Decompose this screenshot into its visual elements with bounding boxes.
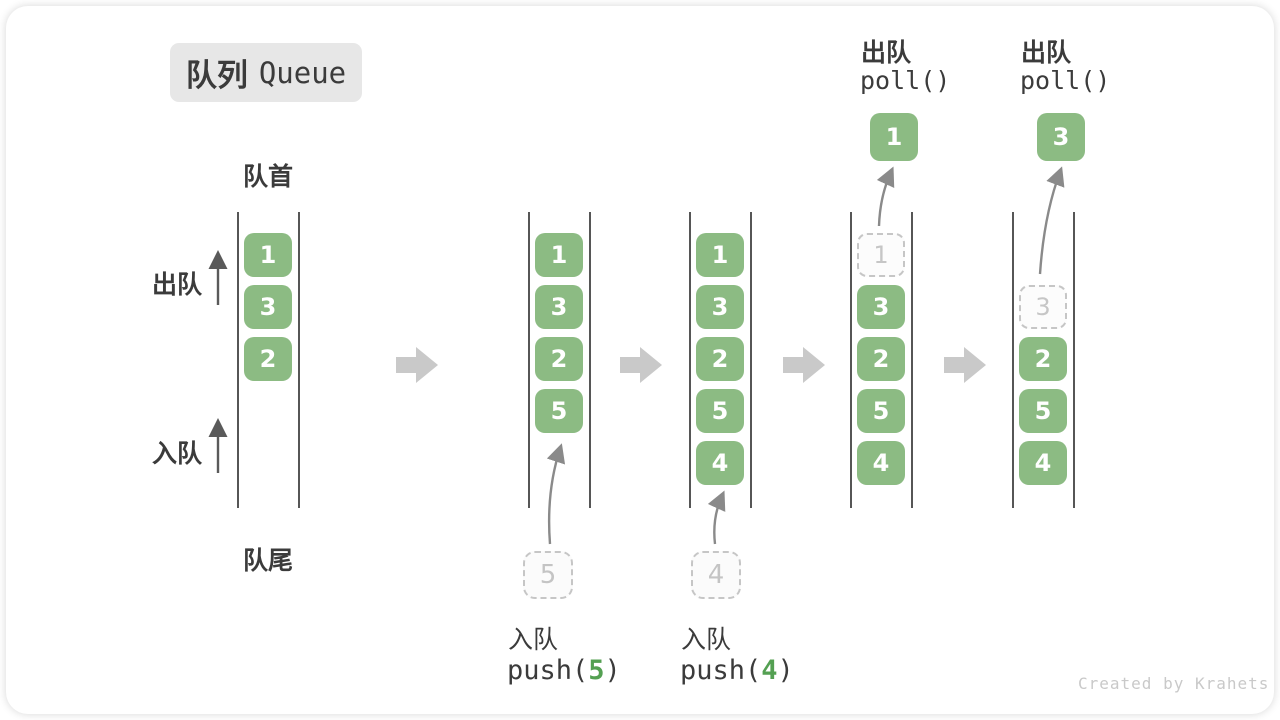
- poll3-label: 出队: [1021, 39, 1072, 67]
- diagram-card: [6, 6, 1274, 714]
- front-label: 队首: [243, 163, 294, 191]
- push5-code-open: push(: [507, 655, 589, 686]
- queue-cell: 2: [857, 337, 905, 381]
- push4-code: push(4): [680, 655, 794, 686]
- queue-cell: 5: [696, 389, 744, 433]
- removed-ghost-cell: 3: [1019, 285, 1067, 329]
- polled-value-cell: 1: [870, 113, 918, 161]
- queue-cell: 3: [857, 285, 905, 329]
- queue-cell: 5: [535, 389, 583, 433]
- push5-code: push(5): [507, 655, 621, 686]
- queue-cell: 3: [535, 285, 583, 329]
- title-zh: 队列: [185, 58, 248, 93]
- push4-label: 入队: [681, 626, 732, 654]
- queue-cell: 3: [696, 285, 744, 329]
- removed-ghost-cell: 1: [857, 233, 905, 277]
- push5-code-close: ): [604, 655, 621, 686]
- dequeue-side-label: 出队: [152, 271, 203, 299]
- credit-text: Created by Krahets: [1078, 674, 1270, 693]
- queue-rail: [528, 212, 530, 508]
- queue-cell: 4: [1019, 441, 1067, 485]
- queue-rail: [589, 212, 591, 508]
- poll1-label: 出队: [861, 39, 912, 67]
- queue-rail: [850, 212, 852, 508]
- queue-cell: 3: [244, 285, 292, 329]
- queue-cell: 2: [1019, 337, 1067, 381]
- queue-cell: 2: [535, 337, 583, 381]
- polled-value-cell: 3: [1037, 113, 1085, 161]
- title-en: Queue: [258, 55, 347, 90]
- incoming-ghost-cell: 5: [523, 551, 573, 599]
- queue-cell: 1: [244, 233, 292, 277]
- queue-rail: [1012, 212, 1014, 508]
- queue-cell: 5: [857, 389, 905, 433]
- push4-code-num: 4: [761, 655, 778, 686]
- queue-rail: [298, 212, 300, 508]
- title-badge: 队列 Queue: [170, 43, 362, 102]
- rear-label: 队尾: [243, 547, 294, 575]
- push5-code-num: 5: [588, 655, 605, 686]
- queue-cell: 2: [244, 337, 292, 381]
- push5-label: 入队: [508, 626, 559, 654]
- queue-cell: 1: [535, 233, 583, 277]
- poll1-code: poll(): [860, 66, 951, 95]
- queue-cell: 5: [1019, 389, 1067, 433]
- poll3-code: poll(): [1020, 66, 1111, 95]
- queue-rail: [911, 212, 913, 508]
- push4-code-close: ): [777, 655, 794, 686]
- queue-cell: 2: [696, 337, 744, 381]
- queue-rail: [750, 212, 752, 508]
- queue-rail: [237, 212, 239, 508]
- queue-cell: 4: [857, 441, 905, 485]
- queue-rail: [689, 212, 691, 508]
- queue-cell: 1: [696, 233, 744, 277]
- push4-code-open: push(: [680, 655, 762, 686]
- incoming-ghost-cell: 4: [691, 551, 741, 599]
- queue-rail: [1073, 212, 1075, 508]
- enqueue-side-label: 入队: [152, 440, 203, 468]
- queue-cell: 4: [696, 441, 744, 485]
